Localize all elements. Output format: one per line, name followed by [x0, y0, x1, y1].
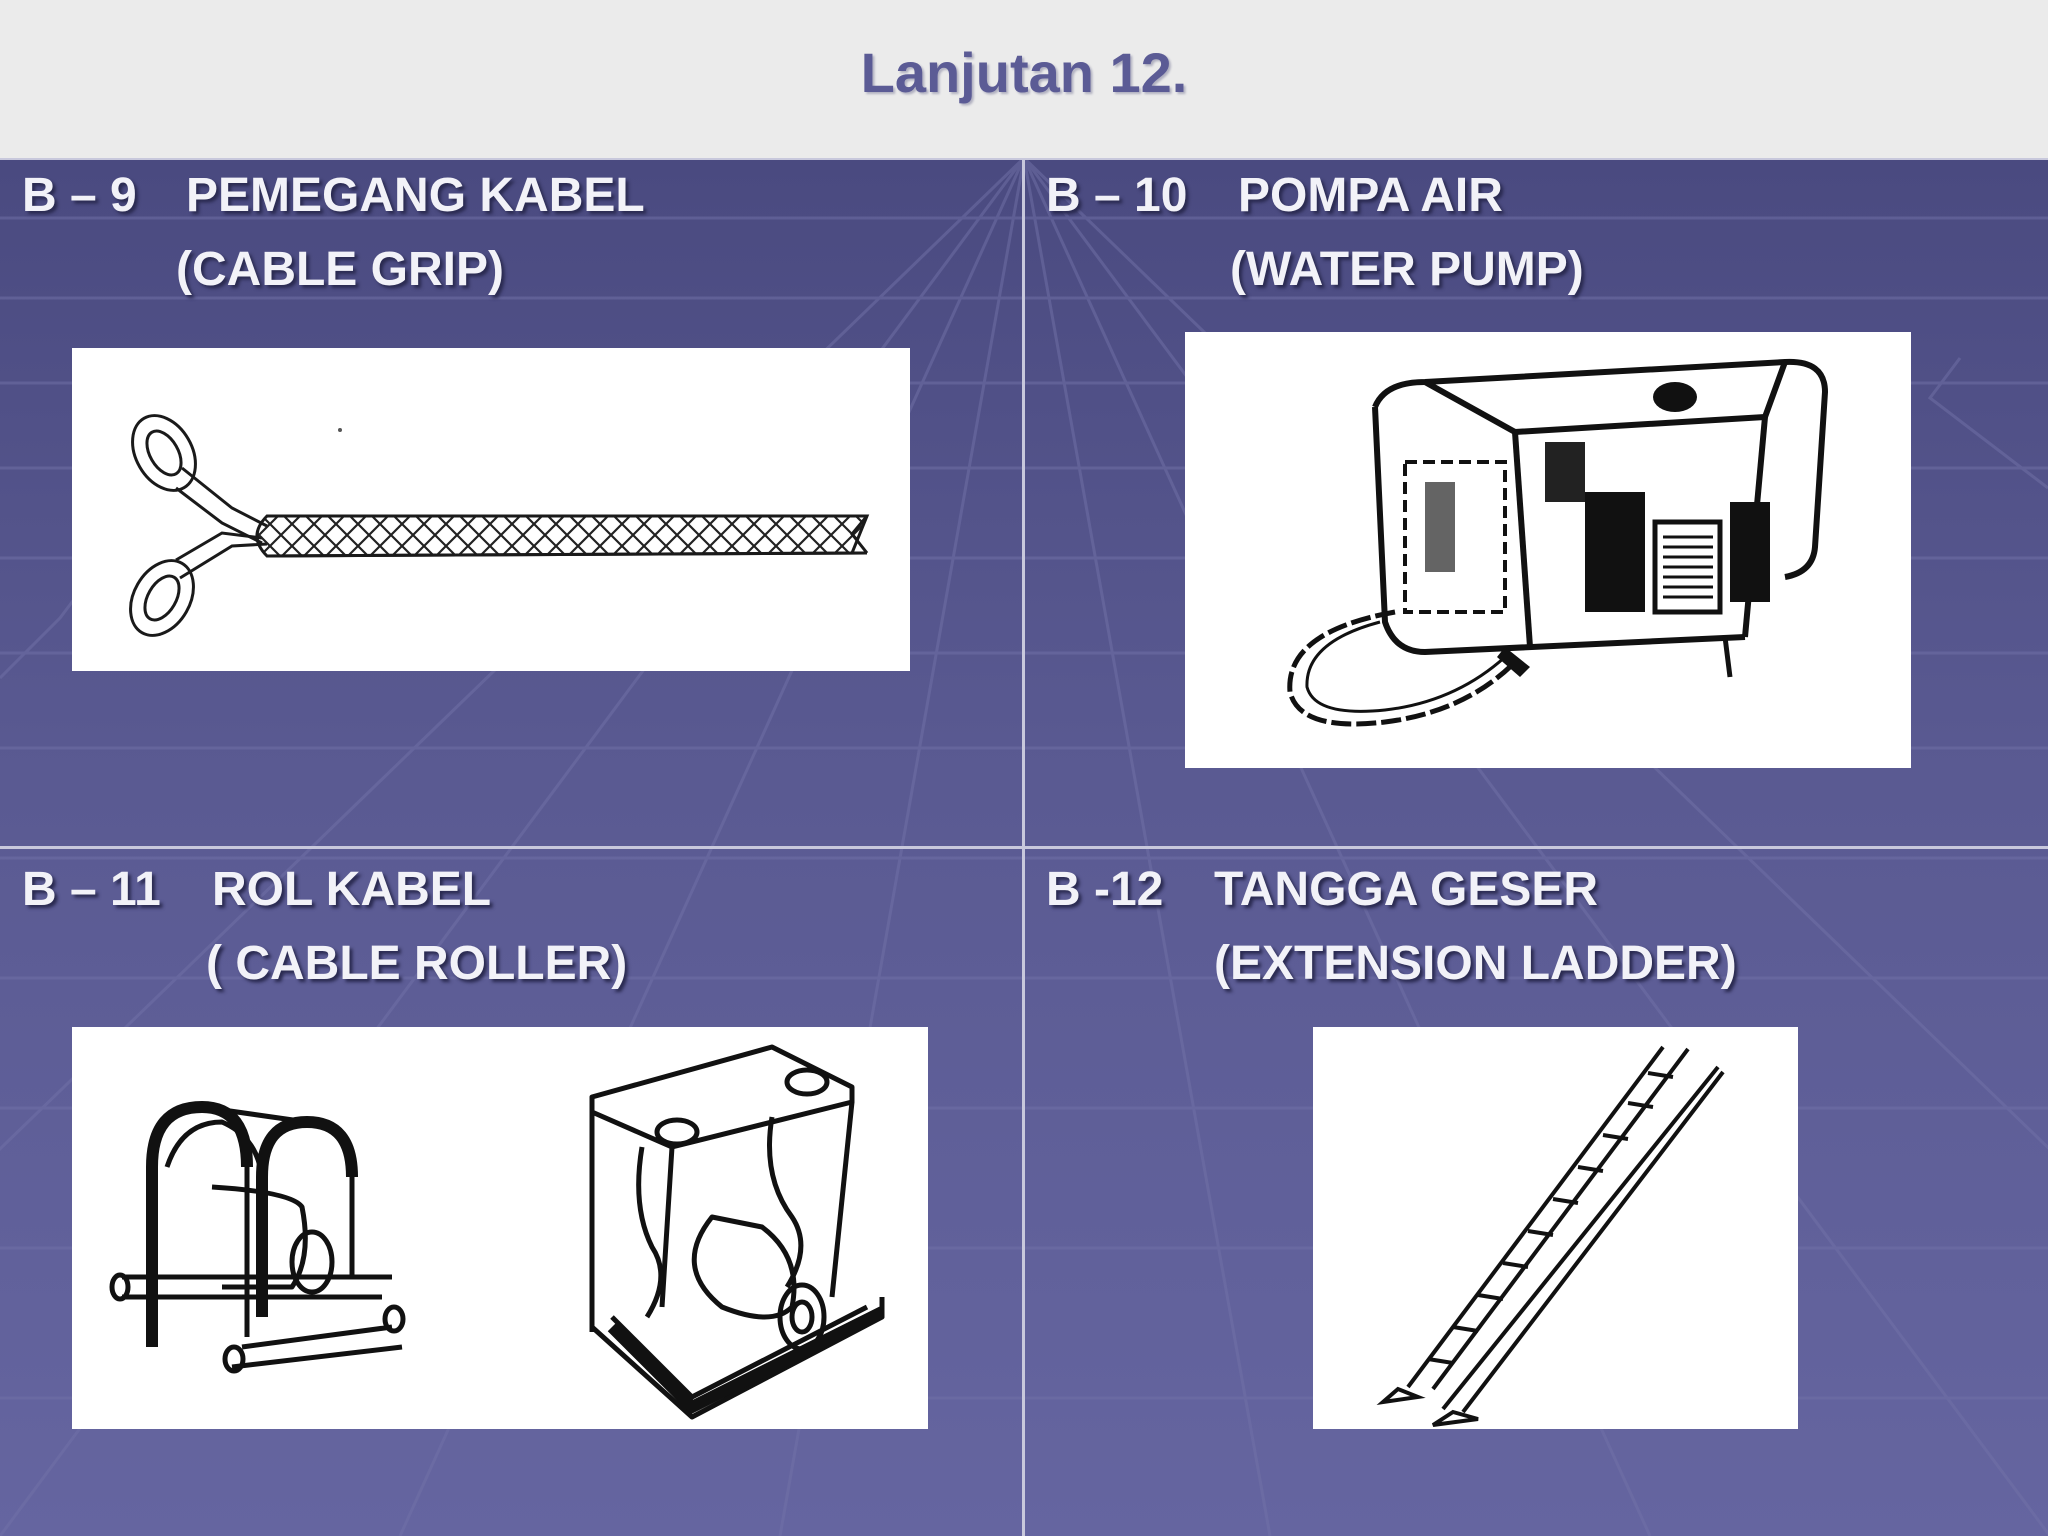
header-bar [0, 0, 2048, 158]
item-code-b12: B -12 [1046, 863, 1164, 916]
item-code-b10: B – 10 [1046, 169, 1188, 222]
slide-title: Lanjutan 12. [860, 41, 1188, 104]
item-subtitle-b11: ( CABLE ROLLER) [206, 937, 628, 990]
extension-ladder-icon [1313, 1027, 1798, 1429]
item-subtitle-b12: (EXTENSION LADDER) [1214, 937, 1737, 990]
item-subtitle-b9: (CABLE GRIP) [176, 243, 504, 296]
item-name-b9: PEMEGANG KABEL [186, 169, 645, 222]
water-pump-icon [1185, 332, 1911, 768]
item-code-b11: B – 11 [22, 863, 161, 916]
cable-grip-icon [72, 348, 910, 671]
item-name-b10: POMPA AIR [1238, 169, 1503, 222]
item-name-b12: TANGGA GESER [1214, 863, 1599, 916]
item-subtitle-b10: (WATER PUMP) [1230, 243, 1584, 296]
item-name-b11: ROL KABEL [212, 863, 492, 916]
grid-horizontal-divider [0, 846, 2048, 849]
cable-roller-icon [72, 1027, 928, 1429]
item-code-b9: B – 9 [22, 169, 137, 222]
